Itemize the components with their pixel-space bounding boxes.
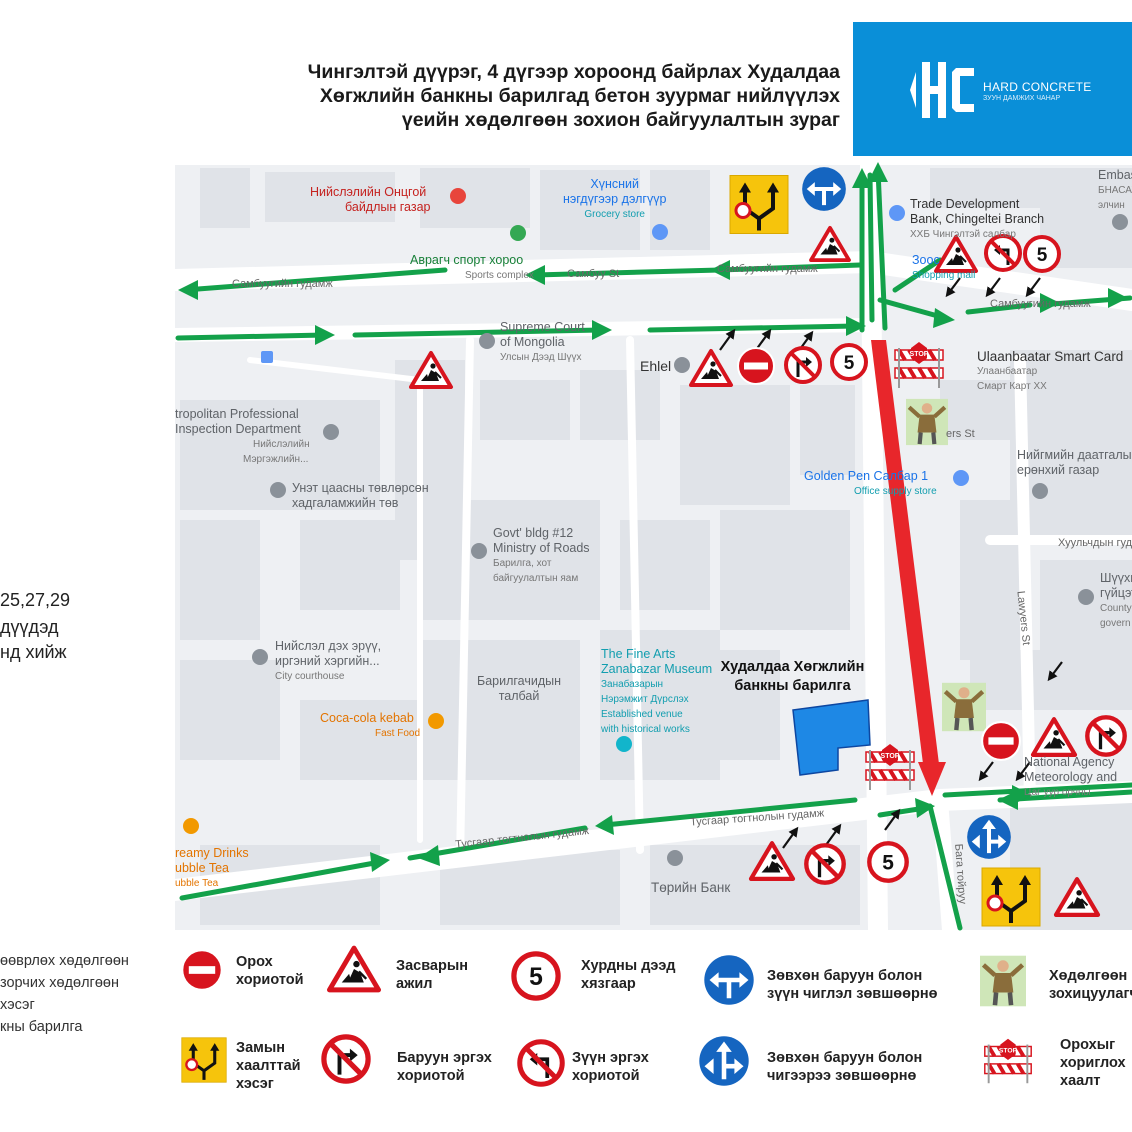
left-cropped-text: нд хийж [0, 642, 67, 662]
legend-no-left-icon [520, 1042, 563, 1085]
legend-closed-road-icon [181, 1035, 227, 1085]
traffic-controller-figure [906, 399, 948, 445]
hc-logo-icon [910, 62, 974, 118]
place-embassy: EmbassyБНАСАУэлчин [1098, 168, 1132, 211]
legend-left-text: кны барилга [0, 1019, 83, 1035]
title-line: үеийн хөдөлгөөн зохион байгуулалтын зура… [401, 109, 840, 131]
place-state-bank: Төрийн Банк [651, 880, 731, 895]
legend-left-text: өөврлөх хөдөлгөөн [0, 953, 129, 969]
legend-controller-icon [980, 956, 1026, 1007]
closed-road-sign [982, 868, 1040, 926]
no-entry-sign [737, 347, 775, 385]
no-right-sign [1087, 717, 1124, 754]
street-label: Хуульчдын гудамж [1058, 537, 1132, 549]
speed-limit-sign [1023, 235, 1061, 273]
street-label: ers St [946, 428, 975, 440]
logo-name: HARD CONCRETE [983, 80, 1092, 94]
legend-left-right-icon [704, 955, 753, 1004]
title-line: Чингэлтэй дүүрэг, 4 дүгээр хороонд байрл… [307, 61, 840, 83]
page-title: Чингэлтэй дүүрэг, 4 дүгээр хороонд байрл… [190, 60, 840, 132]
traffic-controller-figure [942, 683, 986, 731]
no-entry-sign [981, 721, 1021, 761]
legend-no-entry-icon [181, 949, 223, 991]
bank-building-label: Худалдаа Хөгжлийн банкны барилга [700, 658, 885, 696]
speed-limit-sign [830, 343, 868, 381]
legend-speed-icon [514, 954, 558, 998]
right-straight-sign [967, 815, 1011, 859]
legend-roadwork-icon [329, 948, 378, 990]
street-label: Самбуугийн гудамж [232, 278, 333, 290]
legend-barrier-icon [985, 1039, 1031, 1083]
no-right-sign [806, 845, 843, 882]
street-label: Самбуугийн гудамж [717, 263, 818, 275]
place-court-enforcement: ШүүхийнгүйцэтгэлCountygovern [1100, 571, 1132, 629]
logo-tagline: ЗУУН ДАМЖИХ ЧАНАР [983, 95, 1061, 102]
closed-road-sign [730, 176, 788, 234]
bank-label-line: Худалдаа Хөгжлийн [720, 659, 865, 675]
legend-left-text: зорчих хөдөлгөөн [0, 975, 119, 991]
street-label: Самбуугийн гудамж [990, 298, 1091, 310]
place-ehlel: Ehlel [640, 358, 672, 374]
left-right-sign [802, 167, 846, 211]
left-cropped-text: 25,27,29 [0, 590, 71, 610]
legend-left-text: хэсэг [0, 997, 35, 1013]
legend-no-right-icon [324, 1037, 368, 1081]
hard-concrete-logo: HARD CONCRETE ЗУУН ДАМЖИХ ЧАНАР [853, 22, 1132, 156]
street-label: Самбуу St [567, 268, 620, 280]
left-cropped-text: дүүдэд [0, 617, 59, 637]
legend-right-straight-icon [699, 1036, 748, 1085]
no-right-sign [784, 346, 822, 384]
place-courthouse: Нийслэл дэх эрүү,иргэний хэргийн...City … [275, 639, 382, 682]
title-line: Хөгжлийн банкны барилгад бетон зуурмаг н… [319, 85, 840, 107]
bank-label-line: банкны барилга [734, 678, 851, 694]
speed-limit-sign [869, 843, 906, 880]
